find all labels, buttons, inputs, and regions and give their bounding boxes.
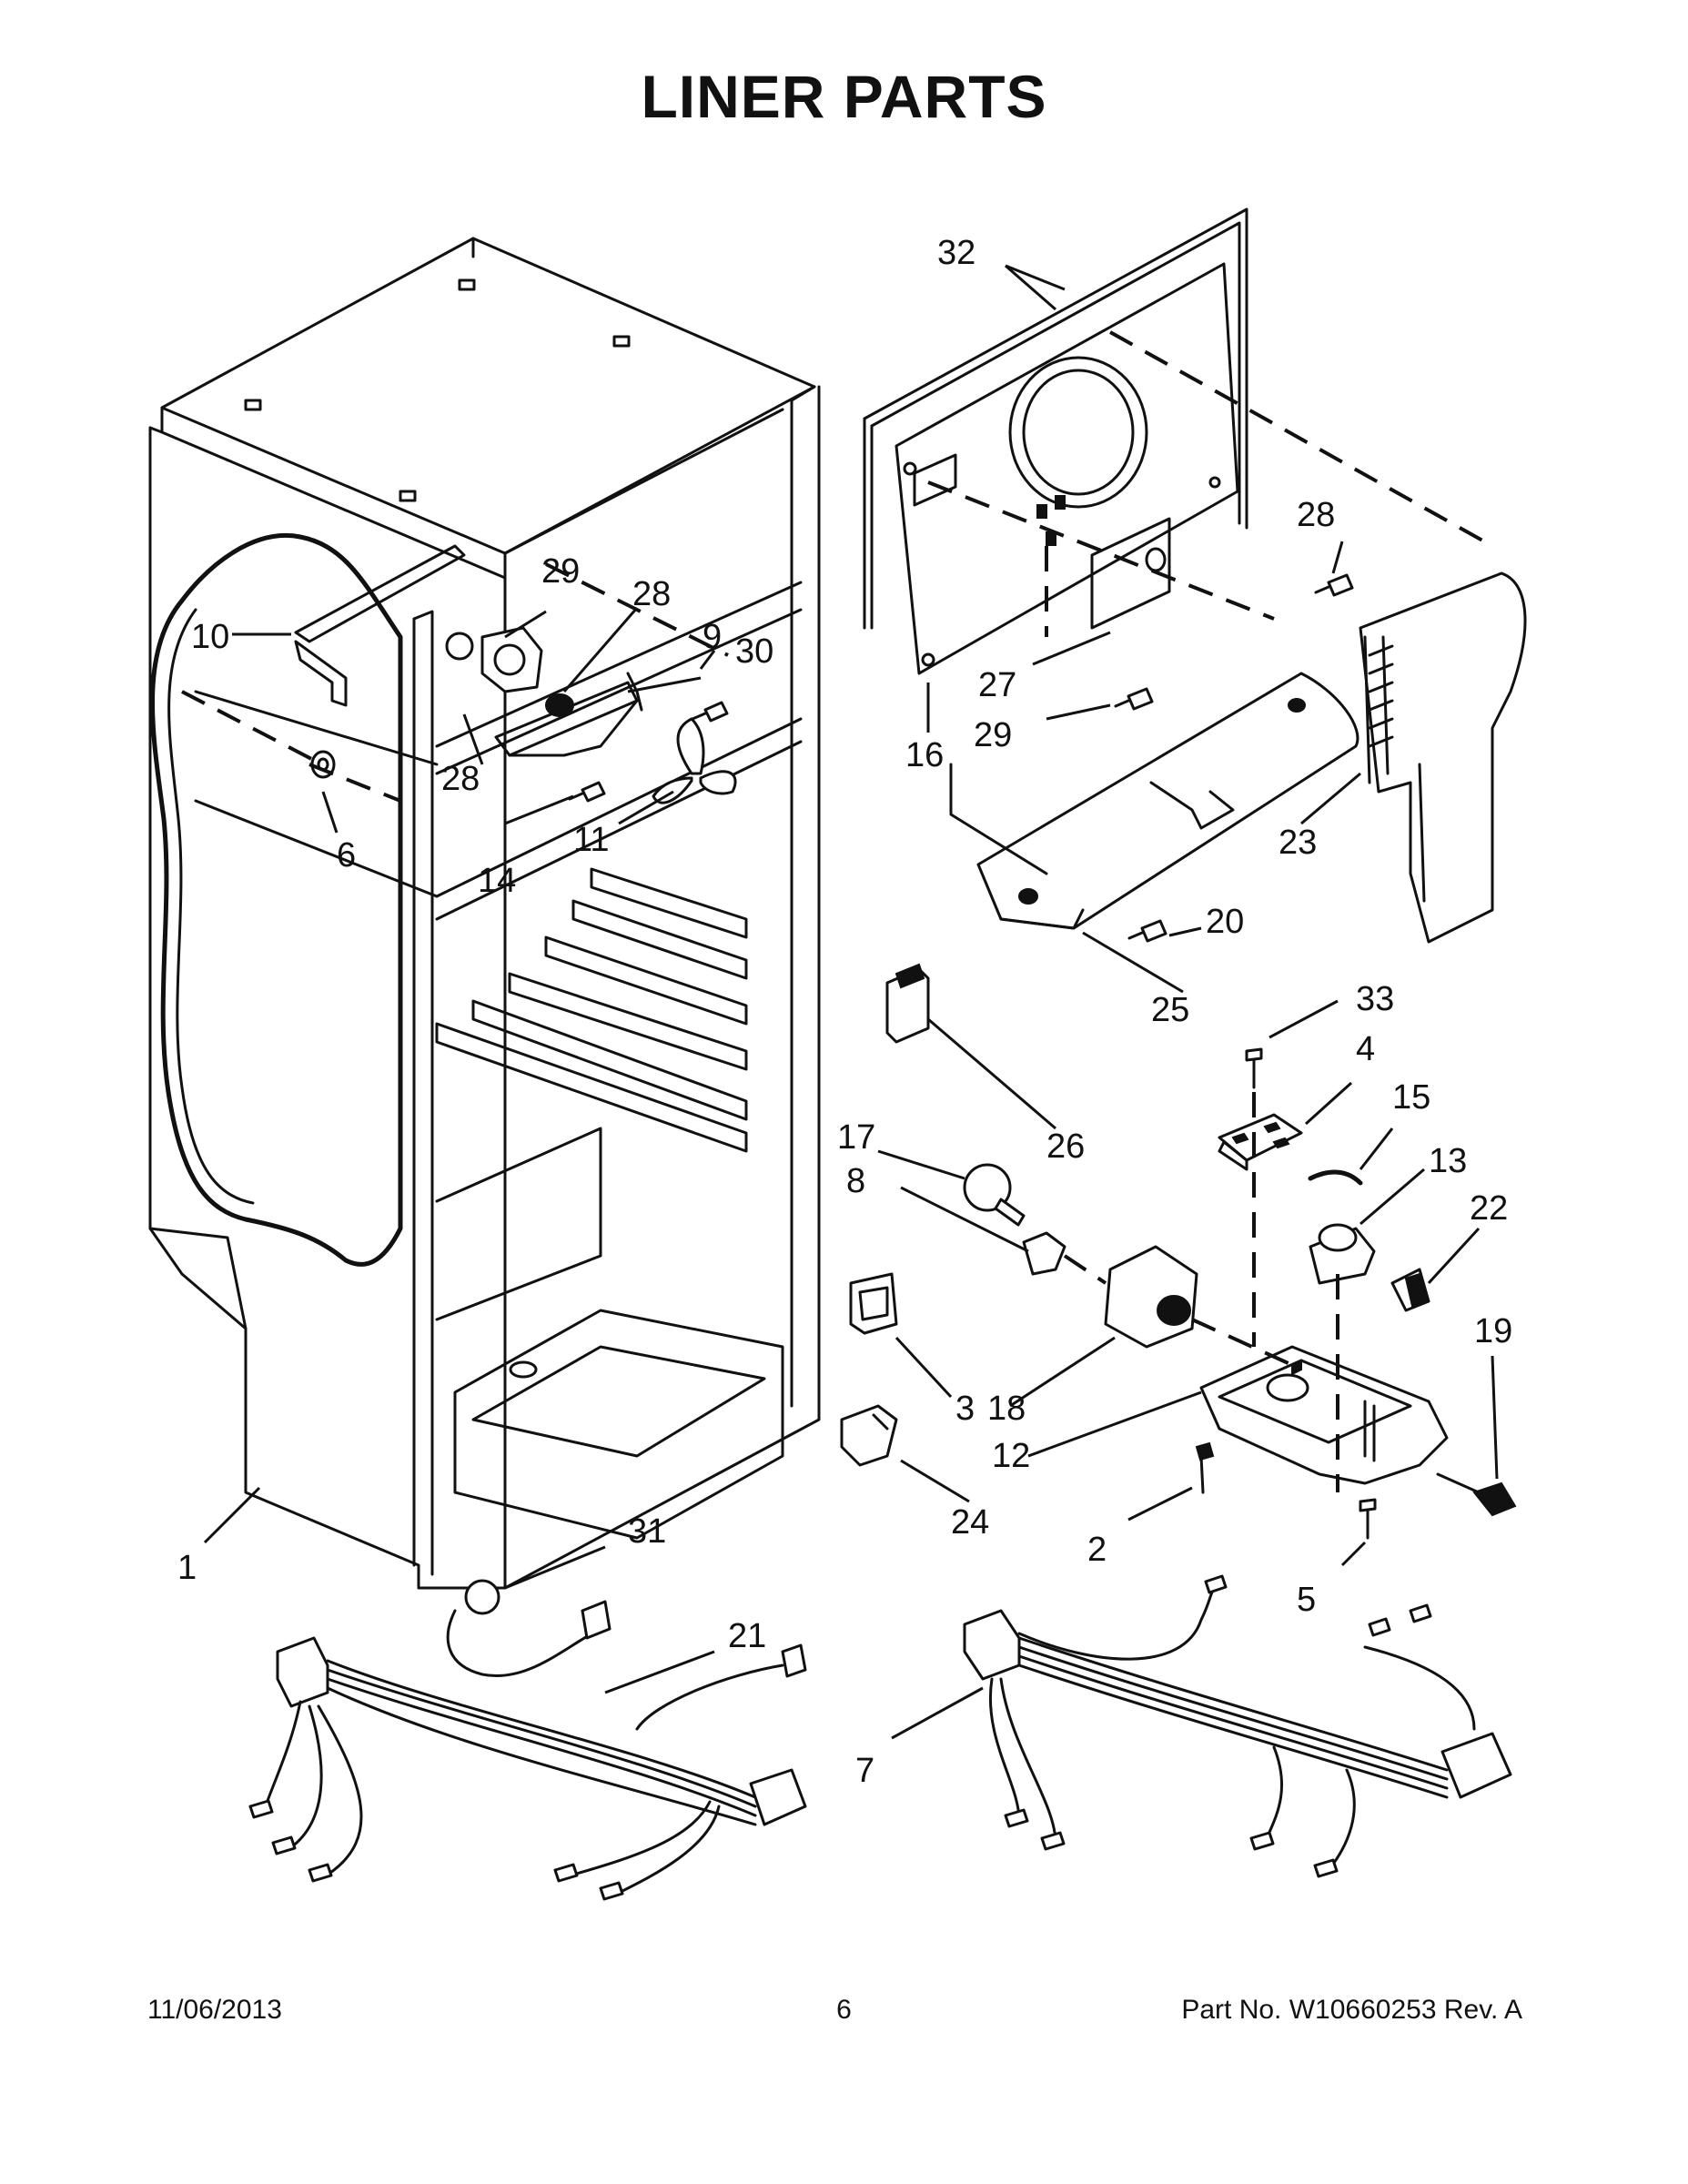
callout-33: 31 — [628, 1512, 666, 1551]
footer-part-number: Part No. W10660253 Rev. A — [1181, 1995, 1522, 2025]
callout-21: 21 — [728, 1617, 766, 1655]
callout-22: 22 — [1470, 1189, 1508, 1228]
callout-8: 8 — [846, 1162, 865, 1200]
callout-3: 3 — [955, 1390, 975, 1428]
callout-7: 7 — [855, 1752, 874, 1790]
callout-19: 19 — [1474, 1312, 1512, 1350]
wiring-harness-right-drawing — [963, 1574, 1512, 1878]
callout-27: 27 — [978, 666, 1016, 704]
page-title: LINER PARTS — [641, 63, 1047, 130]
callout-17: 17 — [837, 1118, 875, 1157]
callout-18: 18 — [987, 1390, 1026, 1428]
callout-2: 2 — [1087, 1531, 1107, 1569]
callout-10: 10 — [191, 618, 229, 656]
callout-12: 12 — [992, 1437, 1030, 1475]
callout-9: 9 — [702, 618, 722, 656]
callout-31: 30 — [735, 632, 773, 671]
evaporator-cover-drawing — [863, 207, 1527, 944]
control-parts-drawing — [840, 963, 1517, 1540]
callout-13: 13 — [1429, 1142, 1467, 1180]
callout-4: 4 — [1356, 1030, 1375, 1068]
callout-34: 32 — [937, 234, 975, 272]
refrigerator-liner-drawing — [148, 237, 821, 1590]
footer-date: 11/06/2013 — [147, 1995, 282, 2025]
callout-28a: 28 — [632, 575, 671, 613]
callout-26: 26 — [1046, 1127, 1085, 1166]
callout-14: 14 — [478, 862, 516, 900]
callout-30: 29 — [541, 552, 580, 591]
callout-29a: 28 — [1297, 496, 1335, 534]
callout-20: 20 — [1206, 903, 1244, 941]
wiring-harness-left-drawing — [248, 1579, 807, 1901]
callout-32: 33 — [1356, 980, 1394, 1018]
callout-15: 15 — [1392, 1078, 1430, 1117]
callout-6: 6 — [337, 836, 356, 875]
callout-29b: 29 — [974, 716, 1012, 754]
callout-24: 24 — [951, 1503, 989, 1542]
callout-28b: 28 — [441, 760, 480, 798]
callout-5: 5 — [1297, 1581, 1316, 1619]
callout-leaders — [203, 264, 1499, 1740]
callout-11: 11 — [573, 821, 609, 859]
footer-page-number: 6 — [836, 1995, 852, 2025]
callout-23: 23 — [1279, 824, 1317, 862]
callout-numbers: 32 28 27 16 29 23 20 25 33 4 15 13 22 19… — [177, 234, 1512, 1790]
callout-25: 25 — [1151, 991, 1189, 1029]
callout-1: 1 — [177, 1549, 197, 1587]
callout-16: 16 — [905, 736, 944, 774]
